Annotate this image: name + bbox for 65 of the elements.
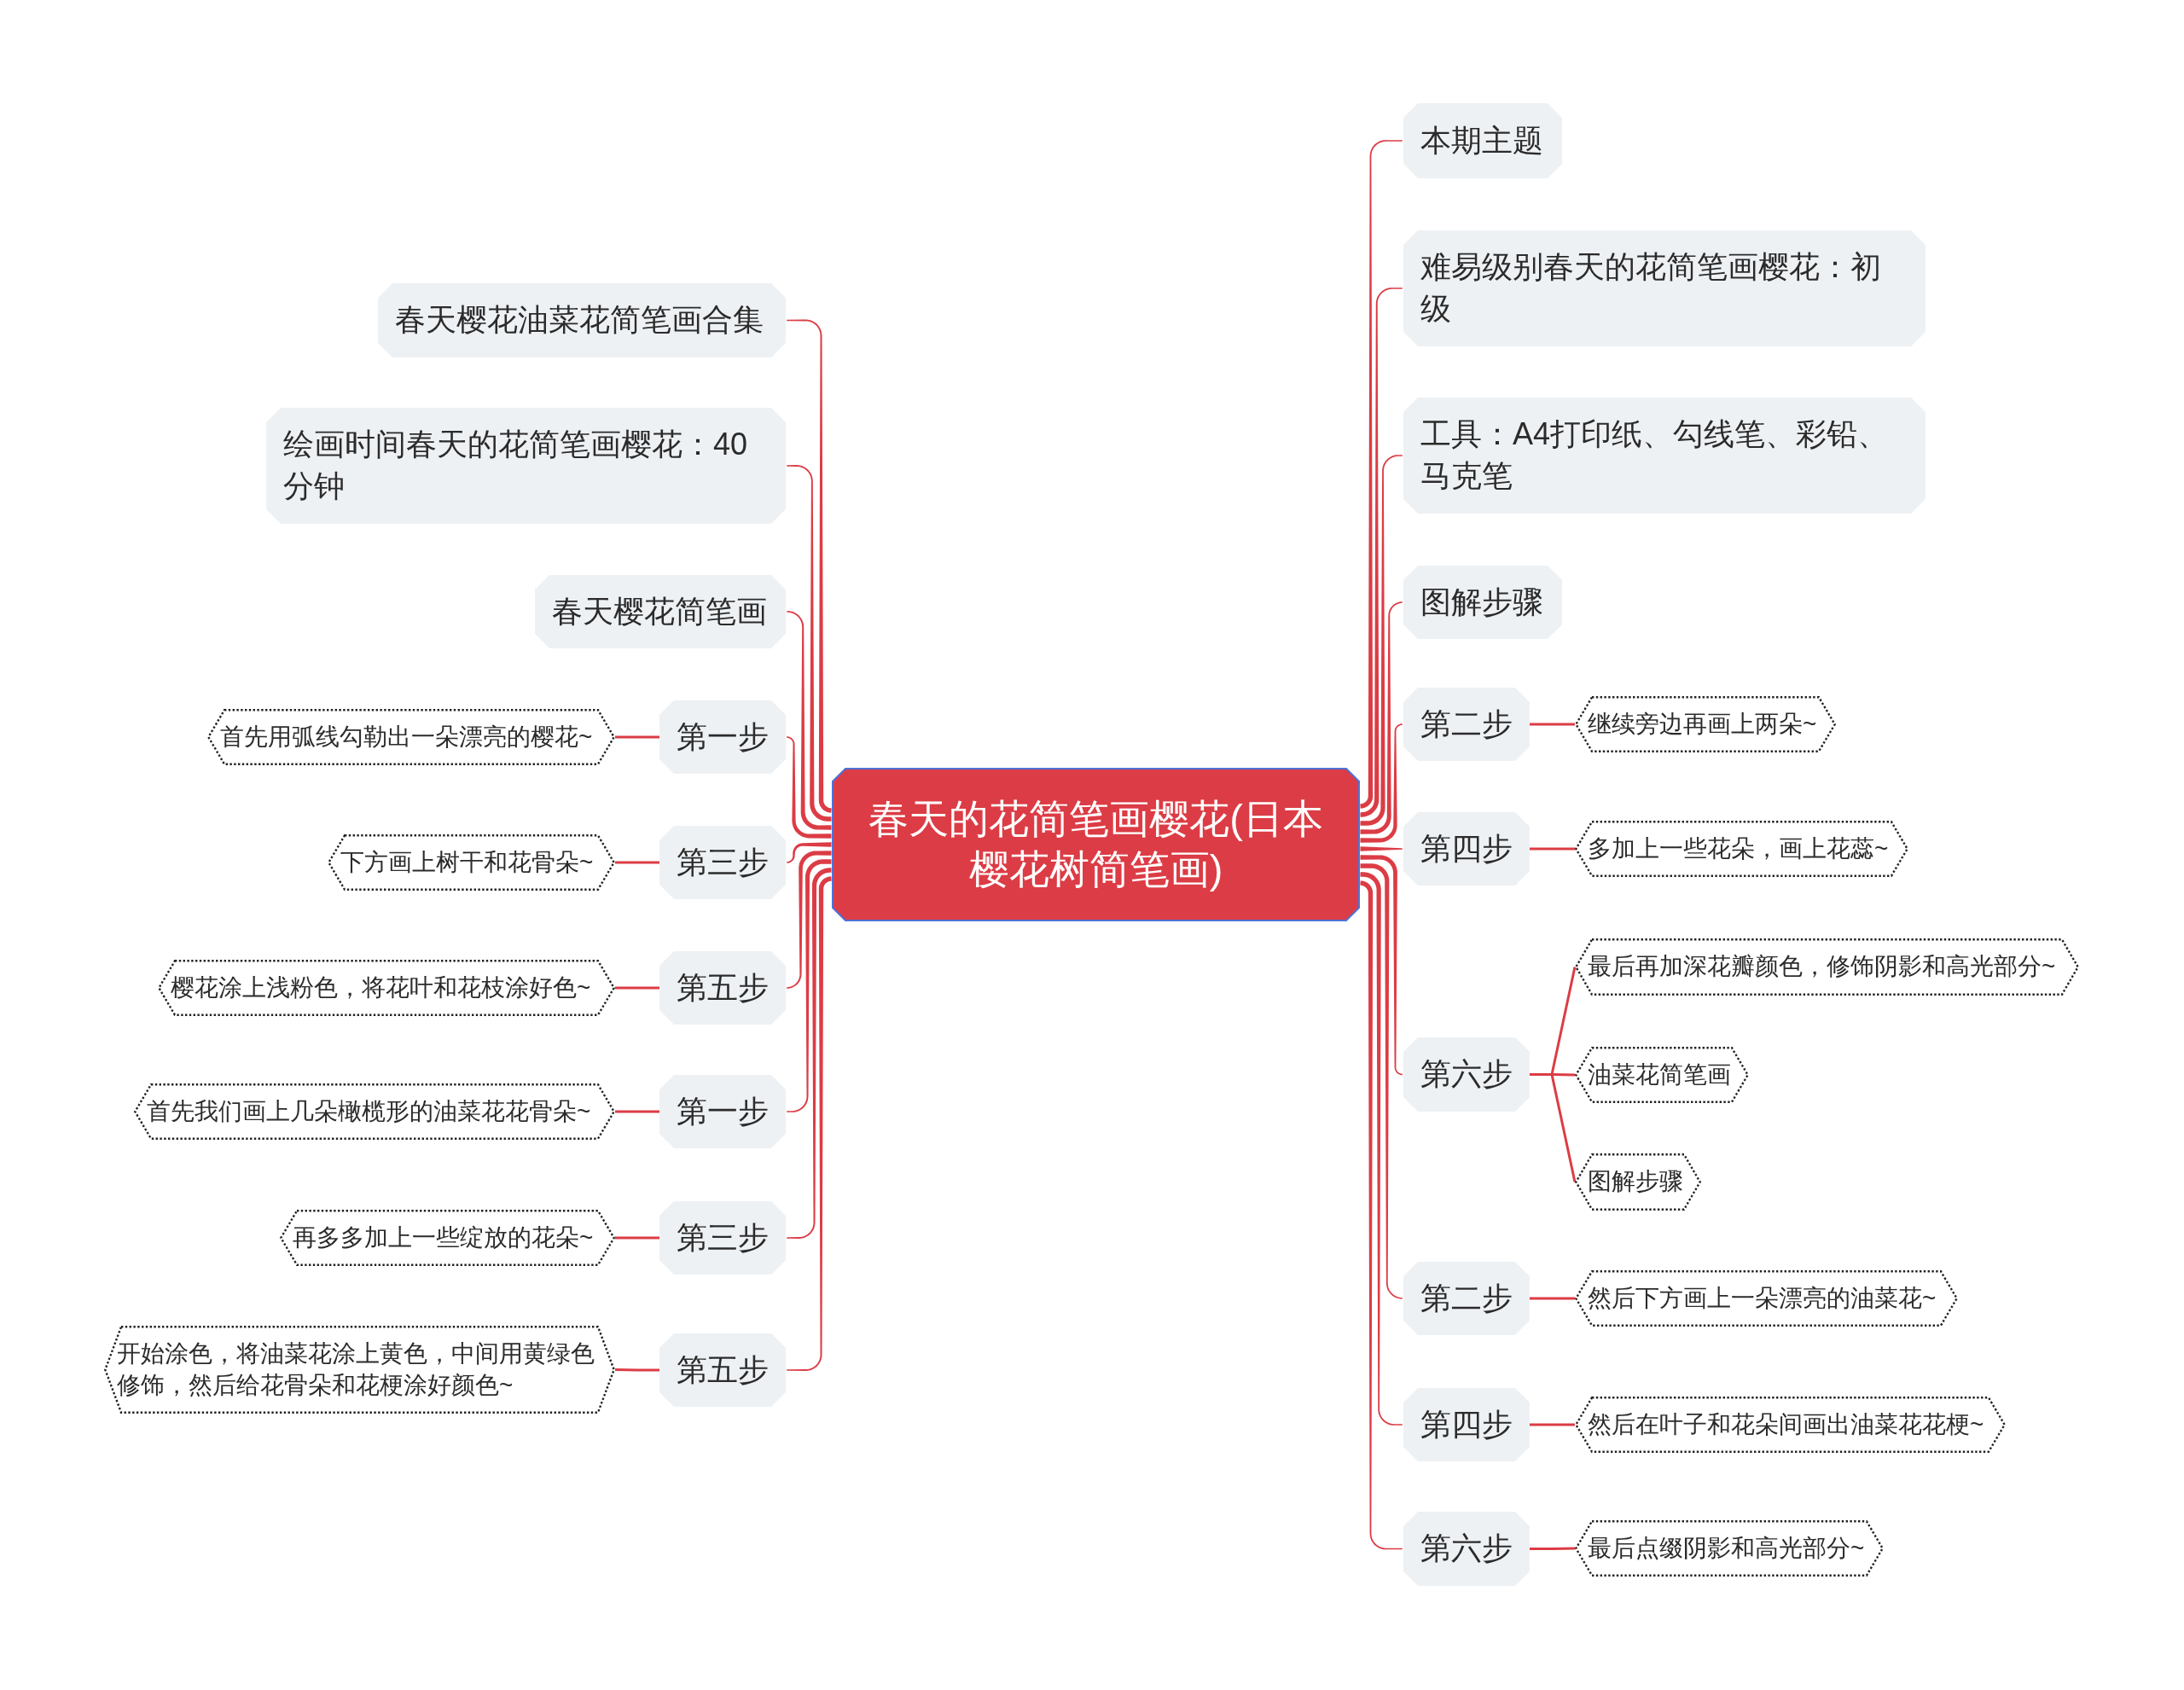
connector-line (615, 1236, 659, 1240)
subtopic-hexagon: 首先我们画上几朵橄榄形的油菜花花骨朵~ (134, 1083, 615, 1140)
connector-line (615, 1110, 659, 1113)
branch-line (787, 851, 832, 989)
subtopic-hexagon: 油菜花简笔画 (1575, 1047, 1749, 1103)
subtopic-hexagon: 开始涂色，将油菜花涂上黄色，中间用黄绿色修饰，然后给花骨朵和花梗涂好颜色~ (104, 1326, 615, 1414)
topic-box: 春天樱花简笔画 (535, 575, 786, 648)
subtopic-hexagon: 再多多加上一些绽放的花朵~ (280, 1210, 615, 1266)
branch-line (1360, 872, 1403, 1426)
topic-box: 难易级别春天的花简笔画樱花：初级 (1403, 230, 1926, 346)
topic-box: 第四步 (1403, 1388, 1530, 1461)
topic-box: 第三步 (659, 826, 786, 899)
subtopic-hexagon: 樱花涂上浅粉色，将花叶和花枝涂好色~ (158, 960, 615, 1016)
topic-box: 绘画时间春天的花简笔画樱花：40分钟 (266, 408, 786, 524)
connector-line (1530, 1423, 1575, 1426)
subtopic-hexagon: 最后点缀阴影和高光部分~ (1575, 1520, 1884, 1577)
topic-box: 第五步 (659, 951, 786, 1025)
topic-box: 第五步 (659, 1333, 786, 1407)
branch-line (1360, 455, 1403, 826)
topic-box: 工具：A4打印纸、勾线笔、彩铅、马克笔 (1403, 398, 1926, 514)
subtopic-hexagon: 然后在叶子和花朵间画出油菜花花梗~ (1575, 1397, 2006, 1453)
central-topic-box: 春天的花简笔画樱花(日本樱花树简笔画) (832, 768, 1360, 921)
topic-box: 第三步 (659, 1201, 786, 1275)
subtopic-hexagon: 多加上一些花朵，画上花蕊~ (1575, 821, 1908, 877)
subtopic-hexagon: 然后下方画上一朵漂亮的油菜花~ (1575, 1270, 1958, 1327)
branch-line (1360, 855, 1403, 1076)
subtopic-hexagon: 继续旁边再画上两朵~ (1575, 696, 1836, 752)
branch-line (787, 859, 832, 1112)
connector-line (1530, 1547, 1576, 1550)
branch-line (1360, 846, 1403, 851)
branch-line (787, 465, 832, 822)
branch-line (787, 868, 832, 1239)
branch-line (1360, 880, 1403, 1550)
topic-box: 第一步 (659, 700, 786, 774)
connector-line (614, 1368, 659, 1372)
connector-line (615, 735, 659, 739)
subtopic-hexagon: 图解步骤 (1575, 1153, 1701, 1211)
branch-line (787, 611, 832, 830)
connector-line (1530, 847, 1575, 851)
subtopic-hexagon: 下方画上树干和花骨朵~ (328, 834, 615, 891)
topic-box: 图解步骤 (1403, 566, 1562, 639)
topic-box: 春天樱花油菜花简笔画合集 (378, 283, 786, 357)
branch-line (1360, 287, 1403, 817)
connector-line (1530, 1297, 1575, 1300)
topic-box: 第一步 (659, 1075, 786, 1148)
connector-line (1530, 723, 1575, 726)
topic-box: 第二步 (1403, 688, 1530, 761)
connector-line (1530, 1073, 1577, 1182)
branch-line (787, 842, 832, 863)
connector-line (615, 861, 659, 864)
branch-line (1360, 140, 1403, 809)
topic-box: 本期主题 (1403, 103, 1562, 178)
topic-box: 第六步 (1403, 1037, 1530, 1112)
topic-box: 第六步 (1403, 1512, 1530, 1586)
branch-line (787, 736, 832, 839)
branch-line (1360, 601, 1403, 834)
topic-box: 第二步 (1403, 1262, 1530, 1335)
subtopic-hexagon: 最后再加深花瓣颜色，修饰阴影和高光部分~ (1575, 938, 2079, 996)
branch-line (1360, 863, 1403, 1299)
topic-box: 第四步 (1403, 812, 1530, 886)
subtopic-hexagon: 首先用弧线勾勒出一朵漂亮的樱花~ (207, 709, 615, 765)
branch-line (787, 876, 832, 1371)
branch-line (1360, 723, 1403, 843)
branch-line (787, 319, 832, 813)
connector-line (615, 986, 659, 990)
